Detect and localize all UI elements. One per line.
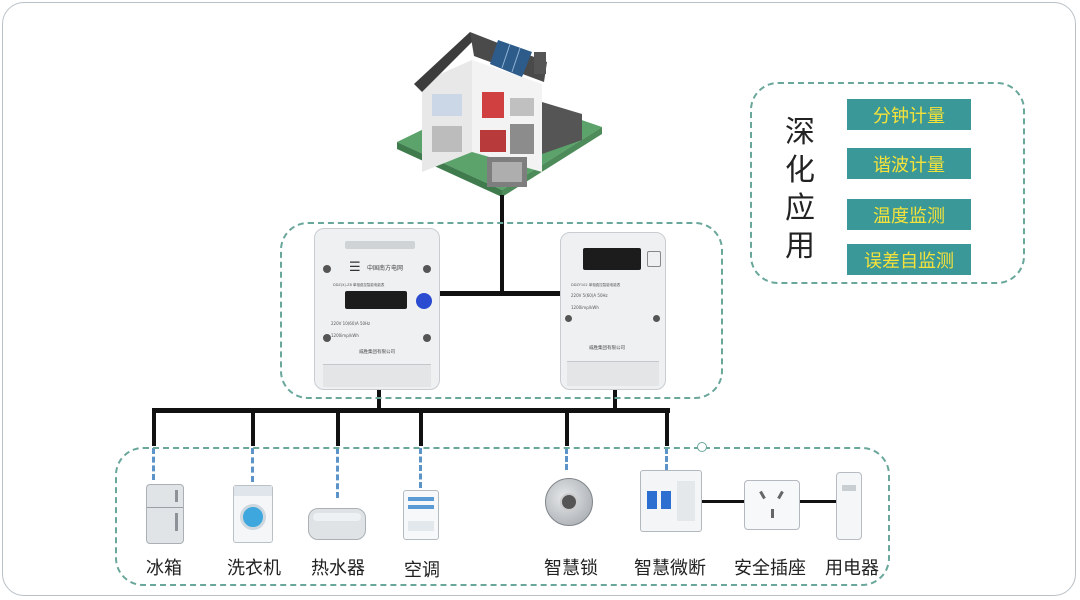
meter2-spec: 220V 5(60)A 50Hz [571, 293, 608, 298]
drop-ac [419, 408, 423, 446]
dashed-link-fridge [152, 448, 155, 480]
feature-error-self-monitoring: 误差自监测 [847, 244, 971, 275]
meter1-maker: 威胜集团有限公司 [359, 350, 395, 355]
meters-link-line [440, 291, 562, 296]
label-smart-lock: 智慧锁 [544, 558, 598, 579]
dashed-link-breaker [665, 448, 668, 470]
drop-fridge [152, 408, 156, 446]
dashed-link-lock [565, 448, 568, 470]
smart-meter-2: DDZY102 单相费控智能电能表 220V 5(60)A 50Hz 1200i… [560, 232, 666, 390]
label-water-heater: 热水器 [311, 558, 365, 579]
dashed-link-ac [419, 448, 422, 488]
label-electrical-appliance: 用电器 [825, 558, 879, 579]
group-connector-dot [697, 442, 707, 452]
dashed-link-washer [251, 448, 254, 482]
meter2-display [583, 248, 641, 270]
water-heater-icon [308, 508, 366, 540]
meter2-model: DDZY102 单相费控智能电能表 [571, 283, 621, 287]
drop-heater [336, 408, 340, 446]
meter2-constant: 1200imp/kWh [571, 305, 599, 310]
feature-temperature-monitoring: 温度监测 [847, 199, 971, 230]
label-washer: 洗衣机 [227, 558, 281, 579]
safety-socket-icon [744, 480, 800, 530]
washing-machine-icon [233, 485, 273, 543]
smart-breaker-icon [640, 470, 702, 532]
meters-group [280, 222, 723, 399]
air-conditioner-icon [403, 490, 439, 540]
breaker-to-socket-line [702, 500, 744, 503]
feature-minute-metering: 分钟计量 [847, 99, 971, 130]
label-smart-breaker: 智慧微断 [634, 558, 706, 579]
smart-lock-icon [545, 478, 593, 526]
meter2-drop-line [613, 388, 617, 410]
drop-breaker [665, 408, 669, 446]
feature-panel-title: 深化应用 [785, 115, 815, 264]
meter1-brand: 中国南方电网 [367, 265, 404, 272]
meter1-drop-line [377, 388, 381, 410]
meter1-display [345, 291, 407, 309]
meter1-button [416, 293, 432, 309]
fridge-icon [146, 484, 184, 544]
house-to-meters-line [500, 195, 504, 295]
feature-harmonic-metering: 谐波计量 [847, 148, 971, 179]
main-bus-line [152, 408, 670, 413]
drop-washer [251, 408, 255, 446]
label-safety-socket: 安全插座 [734, 558, 806, 579]
meter2-maker: 威胜集团有限公司 [589, 346, 625, 351]
meter1-logo-icon: ☰ [349, 260, 361, 275]
drop-lock [565, 408, 569, 446]
meter1-spec: 220V 10(60)A 50Hz [331, 321, 371, 326]
label-air-conditioner: 空调 [404, 560, 440, 581]
devices-group [115, 447, 890, 586]
feature-panel: 深化应用 分钟计量 谐波计量 温度监测 误差自监测 [750, 82, 1025, 284]
smart-house-illustration [397, 32, 602, 197]
label-fridge: 冰箱 [146, 558, 182, 579]
electrical-appliance-icon [836, 472, 862, 540]
meter1-constant: 1200imp/kWh [331, 333, 359, 338]
meter1-model: DDZ(X)-Z8 单相费控智能电能表 [333, 283, 385, 287]
dashed-link-heater [336, 448, 339, 498]
socket-to-appliance-line [800, 500, 840, 503]
smart-meter-1: ☰ 中国南方电网 DDZ(X)-Z8 单相费控智能电能表 220V 10(60)… [314, 228, 440, 390]
